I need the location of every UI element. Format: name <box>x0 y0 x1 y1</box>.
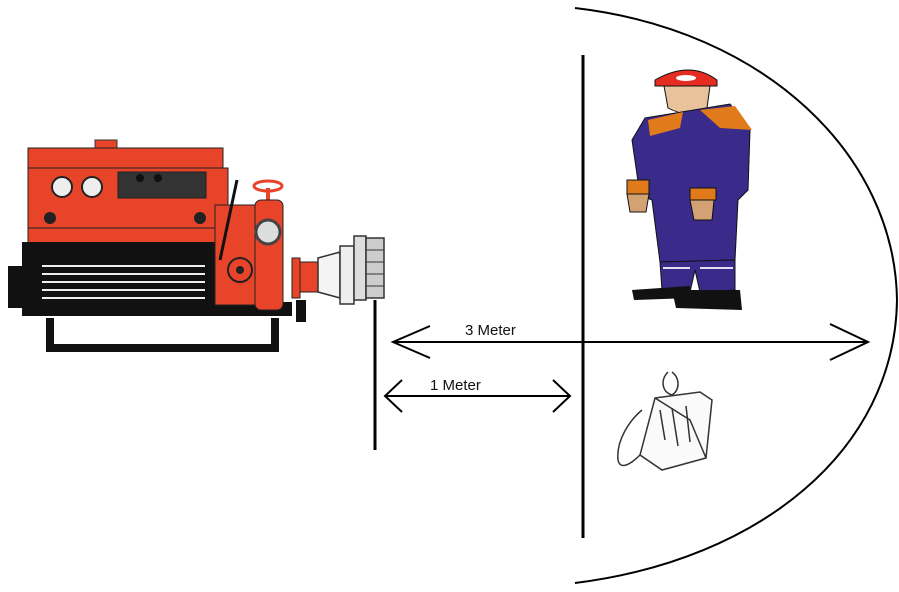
one-meter-label: 1 Meter <box>430 377 481 394</box>
three-meter-label: 3 Meter <box>465 322 516 339</box>
fire-pump-icon <box>8 140 318 348</box>
firefighter-worker-icon <box>627 70 752 310</box>
hose-nozzle-icon <box>318 236 384 304</box>
water-bag-icon <box>618 372 712 470</box>
